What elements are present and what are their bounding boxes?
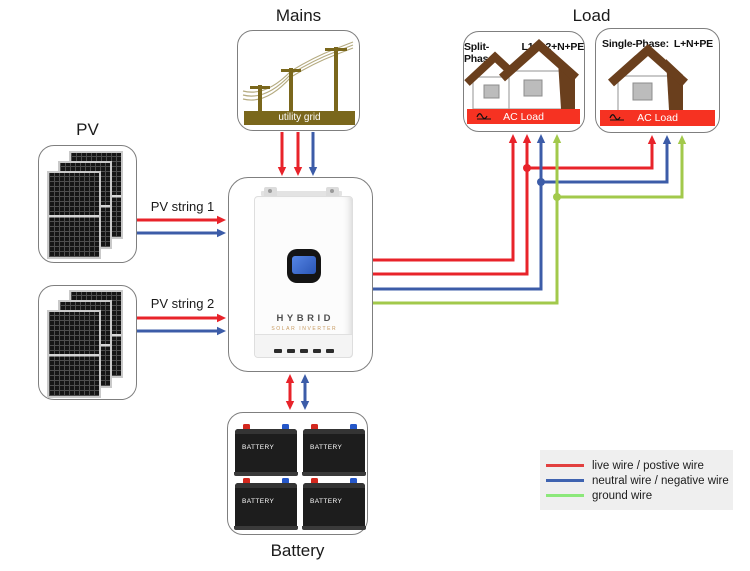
split-ac-load-label: AC Load bbox=[503, 110, 544, 123]
neutral-wire-swatch bbox=[546, 479, 584, 482]
battery-body: BATTERY bbox=[234, 483, 298, 530]
inverter-mount-tab bbox=[264, 187, 277, 197]
hybrid-inverter-box: HYBRID SOLAR INVERTER bbox=[228, 177, 373, 372]
negative-terminal-icon bbox=[282, 478, 289, 485]
wire-arrowhead bbox=[677, 135, 687, 144]
pv-array-2-box bbox=[38, 285, 137, 400]
battery-box: BATTERY BATTERY BATTERY bbox=[227, 412, 368, 535]
battery-title: Battery bbox=[270, 541, 325, 560]
ac-waveform-icon bbox=[476, 113, 491, 120]
wire-arrowhead bbox=[217, 326, 226, 336]
inverter-lcd bbox=[291, 256, 316, 274]
wire-live bbox=[373, 142, 529, 276]
battery-body: BATTERY bbox=[302, 483, 366, 530]
wire-arrowhead bbox=[300, 401, 310, 410]
inverter-mount-bar bbox=[261, 191, 342, 196]
battery-cell-label: BATTERY bbox=[310, 498, 343, 505]
wire-arrowhead bbox=[662, 135, 672, 144]
single-phase-title: Single-Phase: L+N+PE bbox=[596, 38, 719, 50]
battery-cell-label: BATTERY bbox=[242, 444, 275, 451]
mains-box: utility grid bbox=[237, 30, 360, 131]
positive-terminal-icon bbox=[243, 478, 250, 485]
split-ac-load-banner: AC Load bbox=[467, 109, 580, 124]
solar-panel-icon bbox=[47, 171, 101, 259]
split-phase-load-box: Split-Phase: L1+L2+N+PE AC Load bbox=[463, 31, 585, 132]
legend: live wire / postive wire neutral wire / … bbox=[540, 450, 733, 510]
battery-cell-icon: BATTERY bbox=[234, 424, 298, 476]
pv-array-1-box bbox=[38, 145, 137, 263]
battery-cell-icon: BATTERY bbox=[302, 478, 366, 530]
wire-junction-dot bbox=[523, 164, 531, 172]
inverter-connector-panel bbox=[255, 334, 352, 357]
wire-live bbox=[373, 142, 515, 262]
wire-junction-dot bbox=[537, 178, 545, 186]
solar-panel-icon bbox=[47, 310, 101, 398]
wire-neutral bbox=[373, 142, 543, 291]
single-phase-phases: L+N+PE bbox=[673, 38, 713, 50]
negative-terminal-icon bbox=[350, 424, 357, 431]
wire-arrowhead bbox=[217, 215, 226, 225]
single-ac-load-label: AC Load bbox=[637, 112, 678, 124]
wire-arrowhead bbox=[300, 374, 310, 383]
utility-grid-banner: utility grid bbox=[244, 111, 355, 125]
wire-arrowhead bbox=[217, 228, 226, 238]
single-ac-load-banner: AC Load bbox=[600, 110, 715, 126]
wire-arrowhead bbox=[217, 313, 226, 323]
inverter-subtitle: SOLAR INVERTER bbox=[271, 326, 338, 332]
house-icon bbox=[608, 43, 688, 114]
utility-poles-icon bbox=[242, 41, 354, 113]
legend-item-neutral: neutral wire / negative wire bbox=[546, 473, 733, 488]
legend-label: neutral wire / negative wire bbox=[592, 474, 729, 487]
wire-arrowhead bbox=[285, 401, 295, 410]
positive-terminal-icon bbox=[243, 424, 250, 431]
wire-ground bbox=[557, 143, 684, 199]
wire-neutral bbox=[541, 143, 669, 184]
wire-arrowhead bbox=[308, 167, 318, 176]
legend-label: live wire / postive wire bbox=[592, 459, 704, 472]
pv-string-1-label: PV string 1 bbox=[150, 199, 215, 214]
wire-arrowhead bbox=[293, 167, 303, 176]
ac-waveform-icon bbox=[609, 114, 624, 121]
legend-item-live: live wire / postive wire bbox=[546, 458, 733, 473]
negative-terminal-icon bbox=[350, 478, 357, 485]
live-wire-swatch bbox=[546, 464, 584, 467]
battery-body: BATTERY bbox=[234, 429, 298, 476]
inverter-mount-tab bbox=[326, 187, 339, 197]
wire-live bbox=[527, 143, 654, 170]
wire-arrowhead bbox=[536, 134, 546, 143]
houses-icon bbox=[464, 38, 579, 110]
inverter-brand: HYBRID bbox=[276, 313, 334, 324]
solar-panel-stack bbox=[39, 286, 136, 399]
wire-ground bbox=[373, 142, 559, 305]
legend-item-ground: ground wire bbox=[546, 488, 733, 503]
wire-arrowhead bbox=[277, 167, 287, 176]
battery-cell-label: BATTERY bbox=[242, 498, 275, 505]
legend-label: ground wire bbox=[592, 489, 653, 502]
battery-body: BATTERY bbox=[302, 429, 366, 476]
inverter-device: HYBRID SOLAR INVERTER bbox=[254, 196, 353, 358]
single-phase-label: Single-Phase: bbox=[602, 38, 669, 50]
pv-string-2-label: PV string 2 bbox=[150, 296, 215, 311]
solar-panel-stack bbox=[39, 146, 136, 262]
single-phase-load-box: Single-Phase: L+N+PE AC Load bbox=[595, 28, 720, 133]
inverter-display bbox=[286, 249, 321, 283]
pv-title: PV bbox=[76, 120, 99, 139]
battery-cell-label: BATTERY bbox=[310, 444, 343, 451]
wire-arrowhead bbox=[552, 134, 562, 143]
wire-arrowhead bbox=[285, 374, 295, 383]
wire-arrowhead bbox=[508, 134, 518, 143]
inverter-ports bbox=[255, 349, 352, 353]
mains-title: Mains bbox=[275, 6, 322, 25]
wire-junction-dot bbox=[553, 193, 561, 201]
wire-arrowhead bbox=[647, 135, 657, 144]
battery-cell-icon: BATTERY bbox=[234, 478, 298, 530]
ground-wire-swatch bbox=[546, 494, 584, 497]
positive-terminal-icon bbox=[311, 478, 318, 485]
positive-terminal-icon bbox=[311, 424, 318, 431]
battery-cell-icon: BATTERY bbox=[302, 424, 366, 476]
wire-arrowhead bbox=[522, 134, 532, 143]
negative-terminal-icon bbox=[282, 424, 289, 431]
load-title: Load bbox=[572, 6, 611, 25]
